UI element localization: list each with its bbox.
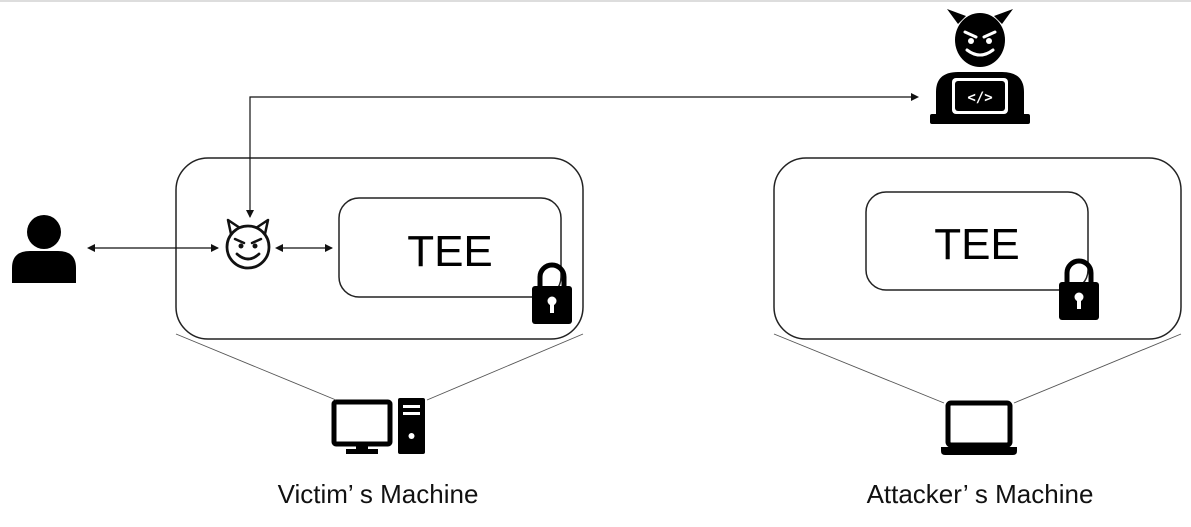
victim-perspective-line-left xyxy=(175,333,337,401)
attacker-perspective-line-left xyxy=(773,333,945,404)
attacker-tee-box xyxy=(865,191,1089,291)
hacker-icon: </> xyxy=(930,9,1030,124)
attacker-perspective-line-right xyxy=(1013,333,1182,404)
victim-machine: TEE xyxy=(175,157,584,509)
attacker-machine-box xyxy=(773,157,1182,340)
victim-tee-label: TEE xyxy=(407,227,493,276)
padlock-icon xyxy=(532,262,572,324)
padlock-icon xyxy=(1059,258,1099,320)
victim-machine-label: Victim’ s Machine xyxy=(278,479,479,509)
victim-perspective-line-right xyxy=(426,333,584,401)
attacker-tee-label: TEE xyxy=(934,220,1020,269)
attacker-machine: TEE Attacker’ s Machine xyxy=(773,157,1182,509)
laptop-icon xyxy=(941,400,1017,455)
attacker-malware-arrow xyxy=(246,93,919,218)
user-icon xyxy=(12,215,76,283)
devil-face-icon xyxy=(225,218,271,270)
attacker-machine-label: Attacker’ s Machine xyxy=(867,479,1094,509)
laptop-code-text: </> xyxy=(967,90,992,106)
desktop-computer-icon xyxy=(331,398,425,454)
